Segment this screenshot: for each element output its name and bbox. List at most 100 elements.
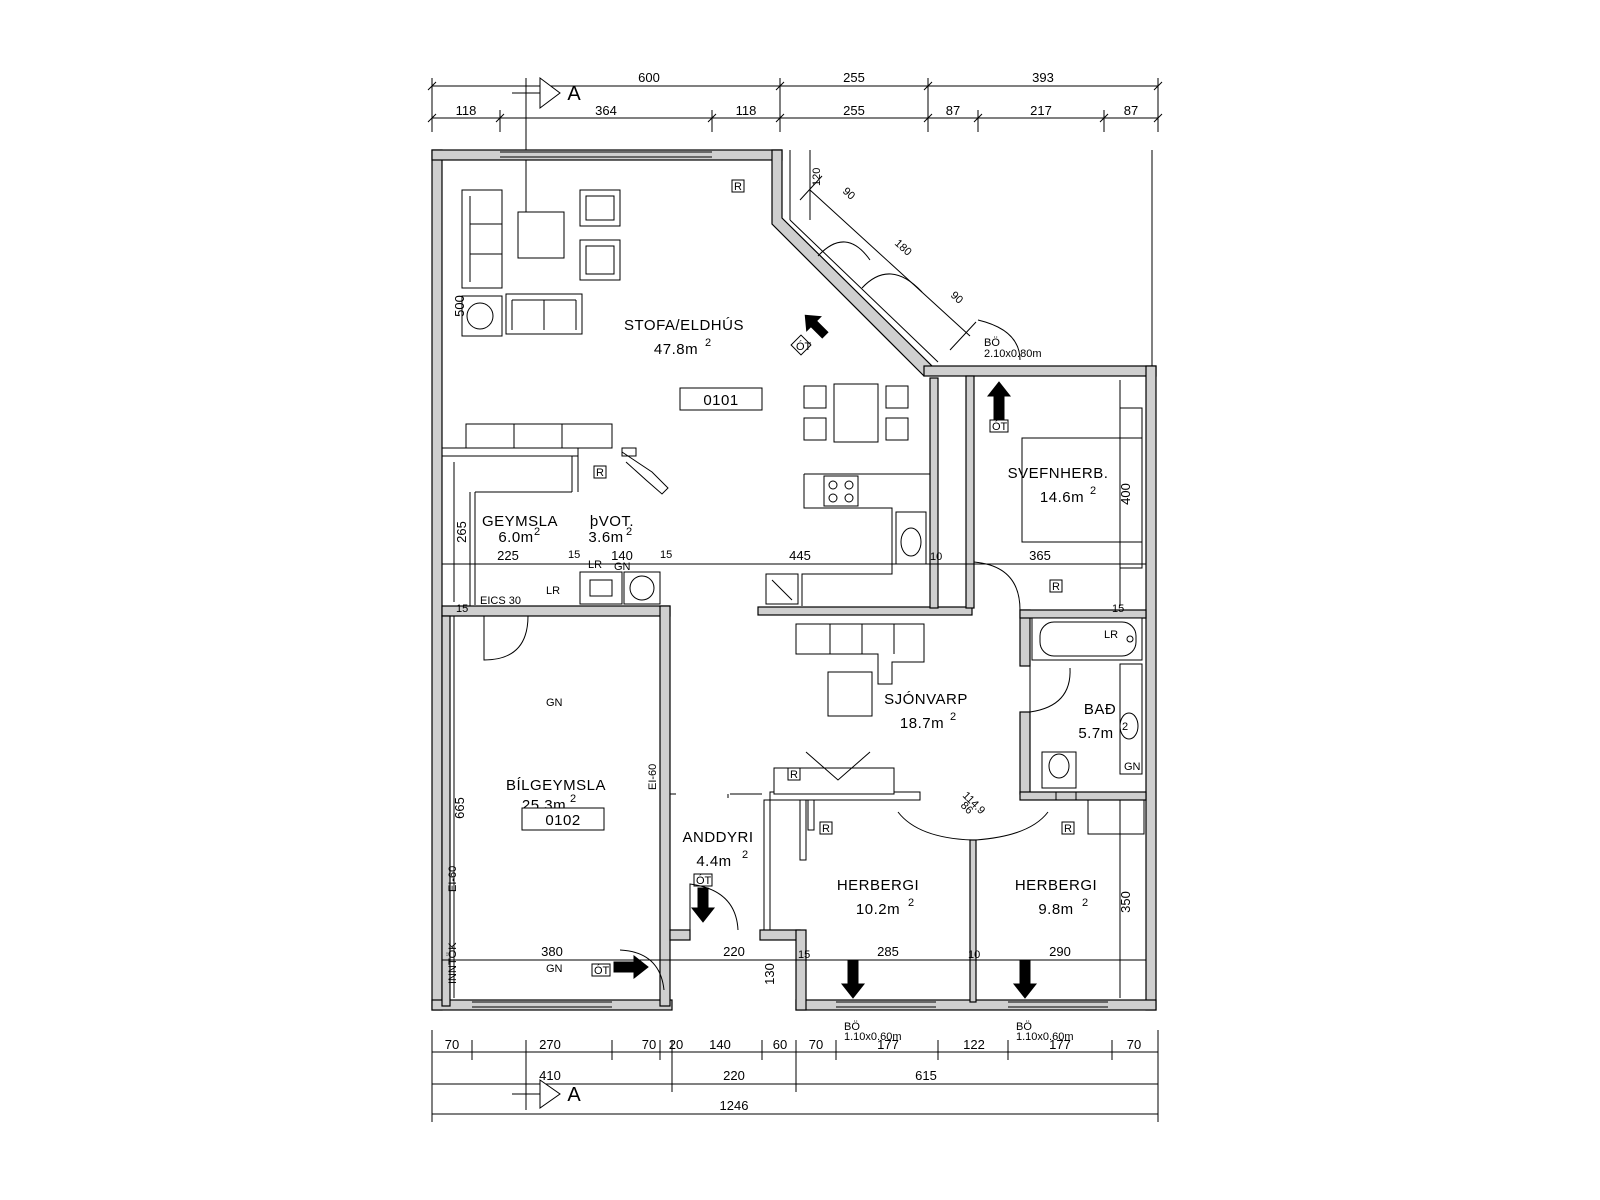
- dim-top-87a: 87: [946, 103, 960, 118]
- room-sjonvarp: SJÓNVARP 18.7m 2: [884, 691, 968, 732]
- svg-text:BAÐ: BAÐ: [1084, 701, 1116, 718]
- room-geymsla: GEYMSLA 6.0m 2: [482, 513, 558, 546]
- svg-text:265: 265: [454, 521, 469, 543]
- svg-text:6.0m: 6.0m: [498, 529, 533, 546]
- svg-text:BÍLGEYMSLA: BÍLGEYMSLA: [506, 777, 606, 794]
- svg-text:R: R: [1052, 581, 1060, 593]
- svg-text:400: 400: [1118, 483, 1133, 505]
- room-pvot: þVOT. 3.6m 2: [588, 513, 634, 546]
- unit-id-0101: 0101: [679, 387, 763, 411]
- svg-text:HERBERGI: HERBERGI: [1015, 877, 1097, 894]
- svg-text:60: 60: [773, 1037, 787, 1052]
- gn-label-3: GN: [546, 963, 563, 975]
- svg-text:140: 140: [709, 1037, 731, 1052]
- bo-label-bottom-1: BÖ: [844, 1021, 860, 1033]
- top-dimensions: 600 255 393 118 364 118 255 87 217 87 A: [427, 70, 1163, 220]
- svg-text:4.4m: 4.4m: [696, 853, 731, 870]
- ei60-left-label: EI-60: [447, 866, 459, 892]
- svg-text:1.10x0.60m: 1.10x0.60m: [844, 1031, 901, 1043]
- lr-label-2: LR: [588, 559, 602, 571]
- svg-text:A: A: [567, 83, 581, 105]
- dim-top-217: 217: [1030, 103, 1052, 118]
- dim-top-118a: 118: [456, 103, 477, 118]
- svg-text:70: 70: [445, 1037, 459, 1052]
- svg-text:380: 380: [541, 944, 563, 959]
- svg-text:220: 220: [723, 944, 745, 959]
- svg-text:270: 270: [539, 1037, 561, 1052]
- bo-label-bottom-2: BÖ: [1016, 1021, 1032, 1033]
- svg-text:15: 15: [456, 603, 468, 615]
- dim-top-600: 600: [638, 70, 660, 85]
- svg-text:3.6m: 3.6m: [588, 529, 623, 546]
- gn-label-2: GN: [546, 697, 563, 709]
- room-herbergi-2: HERBERGI 9.8m 2: [1015, 877, 1097, 918]
- room-stofa: STOFA/ELDHÚS 47.8m 2: [624, 317, 743, 358]
- dim-top-255: 255: [843, 70, 865, 85]
- diagonal-doors: [799, 150, 1021, 361]
- svg-text:2: 2: [742, 849, 748, 861]
- lr-label-1: LR: [546, 585, 560, 597]
- svg-text:2: 2: [626, 526, 632, 538]
- room-area-stofa: 47.8m: [654, 341, 698, 358]
- svg-text:70: 70: [1127, 1037, 1141, 1052]
- svg-text:70: 70: [809, 1037, 823, 1052]
- exit-arrow-icons: ÓT ÓT ÓT ÓT BÖ 1.10x0.60m BÖ 1.10x0.60m: [591, 314, 1073, 1043]
- dim-top-393: 393: [1032, 70, 1054, 85]
- svg-text:90: 90: [948, 289, 965, 306]
- svg-text:220: 220: [723, 1068, 745, 1083]
- room-anddyri: ANDDYRI 4.4m 2: [682, 829, 753, 870]
- dim-top-364: 364: [595, 103, 617, 118]
- room-herbergi-1: HERBERGI 10.2m 2: [837, 877, 919, 918]
- svg-text:2: 2: [950, 711, 956, 723]
- svg-text:665: 665: [452, 797, 467, 819]
- svg-text:ÓT: ÓT: [594, 964, 610, 977]
- svg-text:140: 140: [611, 548, 633, 563]
- svg-text:180: 180: [892, 237, 914, 258]
- ei60-mid-label: EI-60: [647, 764, 659, 790]
- bo-label-top: BÖ: [984, 337, 1000, 349]
- svg-text:290: 290: [1049, 944, 1071, 959]
- svg-text:0101: 0101: [703, 392, 738, 409]
- svg-text:10.2m: 10.2m: [856, 901, 900, 918]
- svg-text:A: A: [567, 1084, 581, 1106]
- eics-label: EICS 30: [480, 595, 521, 607]
- svg-text:410: 410: [539, 1068, 561, 1083]
- svg-text:10: 10: [968, 949, 980, 961]
- svg-text:285: 285: [877, 944, 899, 959]
- svg-text:15: 15: [568, 549, 580, 561]
- bo-size-top: 2.10x0.80m: [984, 348, 1041, 360]
- smoke-detector-icons: R R R R R R: [593, 179, 1075, 835]
- dim-top-87b: 87: [1124, 103, 1138, 118]
- svg-text:SJÓNVARP: SJÓNVARP: [884, 691, 968, 708]
- svg-text:615: 615: [915, 1068, 937, 1083]
- gn-label-1: GN: [614, 561, 631, 573]
- svg-text:HERBERGI: HERBERGI: [837, 877, 919, 894]
- section-marker-top: A: [512, 77, 581, 109]
- svg-text:GEYMSLA: GEYMSLA: [482, 513, 558, 530]
- lr-label-3: LR: [1104, 629, 1118, 641]
- svg-text:ANDDYRI: ANDDYRI: [682, 829, 753, 846]
- door-swings: [483, 561, 1071, 991]
- svg-text:2: 2: [1082, 897, 1088, 909]
- svg-text:225: 225: [497, 548, 519, 563]
- svg-text:R: R: [596, 467, 604, 479]
- svg-text:R: R: [734, 181, 742, 193]
- svg-text:20: 20: [669, 1037, 683, 1052]
- bottom-dimensions: 70 270 70 20 140 60 70 177 122 177 70 41…: [431, 1030, 1159, 1122]
- dim-total: 1246: [720, 1098, 749, 1113]
- svg-text:ÓT: ÓT: [796, 340, 812, 353]
- svg-text:1.10x0.60m: 1.10x0.60m: [1016, 1031, 1073, 1043]
- svg-text:5.7m: 5.7m: [1078, 725, 1113, 742]
- svg-text:þVOT.: þVOT.: [590, 513, 634, 530]
- svg-text:2: 2: [1122, 721, 1128, 733]
- svg-text:0102: 0102: [545, 812, 580, 829]
- svg-text:90: 90: [840, 185, 857, 202]
- inntok-label: INNTÖK: [447, 942, 459, 984]
- svg-text:15: 15: [1112, 603, 1124, 615]
- svg-text:70: 70: [642, 1037, 656, 1052]
- svg-text:15: 15: [660, 549, 672, 561]
- svg-text:9.8m: 9.8m: [1038, 901, 1073, 918]
- svg-text:500: 500: [452, 295, 467, 317]
- svg-text:10: 10: [930, 551, 942, 563]
